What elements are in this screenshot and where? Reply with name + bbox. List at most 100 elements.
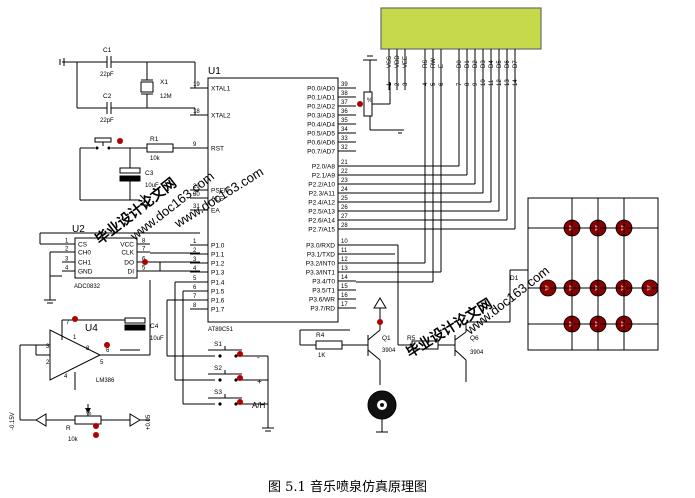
lcd-pin-number: 7 — [457, 82, 463, 86]
u1-pin-name: P1.7 — [211, 307, 225, 314]
u1-pin-number: 24 — [341, 187, 348, 193]
u1-pin-name: P0.0/AD0 — [307, 86, 335, 93]
u1-pin-number: 11 — [341, 248, 348, 254]
pot-percent-label: % — [367, 98, 373, 104]
lcd-pin-name: RW — [431, 58, 437, 68]
lcd-pin-number: 5 — [431, 82, 437, 86]
probe-dot-icon — [237, 399, 243, 405]
pot-percent-label: % — [86, 411, 92, 417]
u1-pin-name: PSEN — [211, 188, 229, 195]
u1-pin-number: 16 — [341, 293, 348, 299]
u1-ref: U1 — [208, 66, 221, 77]
lcd-pin-number: 8 — [465, 82, 471, 86]
c3-ref: C3 — [145, 170, 154, 177]
probe-dot-icon — [357, 101, 363, 107]
u1-mcu-body — [207, 77, 339, 323]
lcd-pin-group: VSS1VDD2VEE3RS4RW5E6D07D18D29D310D411D51… — [387, 49, 519, 90]
u2-pin-number: 5 — [142, 266, 146, 272]
u4-pin-5: 5 — [100, 360, 104, 366]
probe-dot-icon — [377, 319, 383, 325]
u2-pin-number: 1 — [65, 239, 69, 245]
probe-dot-icon — [237, 351, 243, 357]
u2-pin-name: GND — [78, 269, 93, 276]
u1-pin-name: P3.6/WR — [309, 297, 335, 304]
u1-pin-name: RST — [211, 146, 224, 153]
q6-ref: Q6 — [470, 335, 479, 342]
u1-pin-number: 10 — [341, 239, 348, 245]
u1-pin-number: 38 — [341, 91, 348, 97]
u1-pin-number: 6 — [193, 285, 197, 291]
u1-pin-name: P3.0/RXD — [306, 243, 335, 250]
s3-mark: A/H — [252, 401, 266, 410]
u2-part: ADC0832 — [74, 284, 101, 290]
rail-left-label: -0.15V — [10, 412, 16, 430]
rail-right-label: +0.05 — [146, 414, 152, 430]
led-matrix-frame — [527, 197, 659, 351]
switch-s2 — [208, 370, 242, 382]
led-array — [528, 198, 659, 350]
lcd-pin-name: D3 — [481, 60, 487, 68]
u2-pin-number: 4 — [65, 266, 69, 272]
u1-pin-name: P1.0 — [211, 243, 225, 250]
r5-ref: R5 — [407, 335, 416, 342]
lcd-pin-name: RS — [423, 60, 429, 68]
lcd-pin-number: 14 — [513, 79, 519, 86]
u1-pin-number: 39 — [341, 82, 348, 88]
c3-value: 10uF — [145, 183, 159, 189]
x1-value: 12M — [160, 94, 172, 100]
u1-pin-name: P0.2/AD2 — [307, 104, 335, 111]
lcd-pin-name: VEE — [403, 56, 409, 68]
u1-pin-name: P2.7/A15 — [308, 227, 335, 234]
u1-pin-number: 17 — [341, 302, 348, 308]
u1-pin-number: 18 — [193, 109, 200, 115]
u4-pin-1: 1 — [73, 335, 77, 341]
watermark-4: www.doc163.com — [462, 263, 552, 338]
u1-pin-name: P3.4/T0 — [312, 279, 335, 286]
probe-dot-icon — [72, 316, 78, 322]
c1-ref: C1 — [103, 47, 112, 54]
u1-pin-number: 4 — [193, 266, 197, 272]
u1-pin-number: 1 — [193, 239, 197, 245]
u1-pin-name: P2.0/A8 — [312, 164, 336, 171]
u2-pin-name: CH0 — [78, 250, 91, 257]
s2-ref: S2 — [214, 365, 222, 372]
s1-ref: S1 — [214, 341, 222, 348]
lcd-pin-name: D4 — [489, 60, 495, 68]
u4-pin-3: 3 — [46, 344, 50, 350]
capacitor-c4 — [124, 317, 146, 324]
u1-pin-number: 19 — [193, 82, 200, 88]
u4-pin-4: 4 — [64, 374, 68, 380]
lcd-pin-name: D0 — [457, 60, 463, 68]
u1-part: AT89C51 — [208, 327, 234, 333]
x1-ref: X1 — [160, 79, 168, 86]
r1-ref: R1 — [150, 136, 159, 143]
u1-pin-number: 28 — [341, 223, 348, 229]
u1-pin-name: P1.2 — [211, 261, 225, 268]
lcd-screen — [380, 7, 542, 50]
u4-part: LM386 — [96, 378, 115, 384]
u2-pin-number: 8 — [142, 239, 146, 245]
u1-pin-name: P1.6 — [211, 298, 225, 305]
lcd-pin-number: 6 — [439, 82, 445, 86]
lcd-pin-number: 13 — [505, 79, 511, 86]
u2-pin-name: CH1 — [78, 260, 91, 267]
lcd-pin-name: E — [439, 64, 445, 68]
u2-adc-body — [74, 237, 138, 279]
u1-pin-number: 34 — [341, 127, 348, 133]
u1-pin-name: P0.6/AD6 — [307, 140, 335, 147]
capacitor-c3 — [119, 167, 141, 174]
u1-right-pins: 39P0.0/AD038P0.1/AD137P0.2/AD236P0.3/AD3… — [306, 82, 356, 313]
u1-pin-number: 36 — [341, 109, 348, 115]
resistor-r1 — [146, 143, 174, 153]
u1-pin-number: 33 — [341, 136, 348, 142]
u1-pin-name: P1.5 — [211, 289, 225, 296]
u1-pin-name: P3.5/T1 — [312, 288, 335, 295]
u1-pin-name: P1.1 — [211, 252, 225, 259]
u2-ref: U2 — [72, 224, 85, 235]
r4-value: 1K — [318, 353, 325, 359]
c2-value: 22pF — [100, 118, 114, 124]
u1-pin-number: 32 — [341, 145, 348, 151]
u1-pin-name: P2.1/A9 — [312, 173, 336, 180]
transistor-q6 — [454, 331, 467, 382]
u1-pin-number: 15 — [341, 284, 348, 290]
